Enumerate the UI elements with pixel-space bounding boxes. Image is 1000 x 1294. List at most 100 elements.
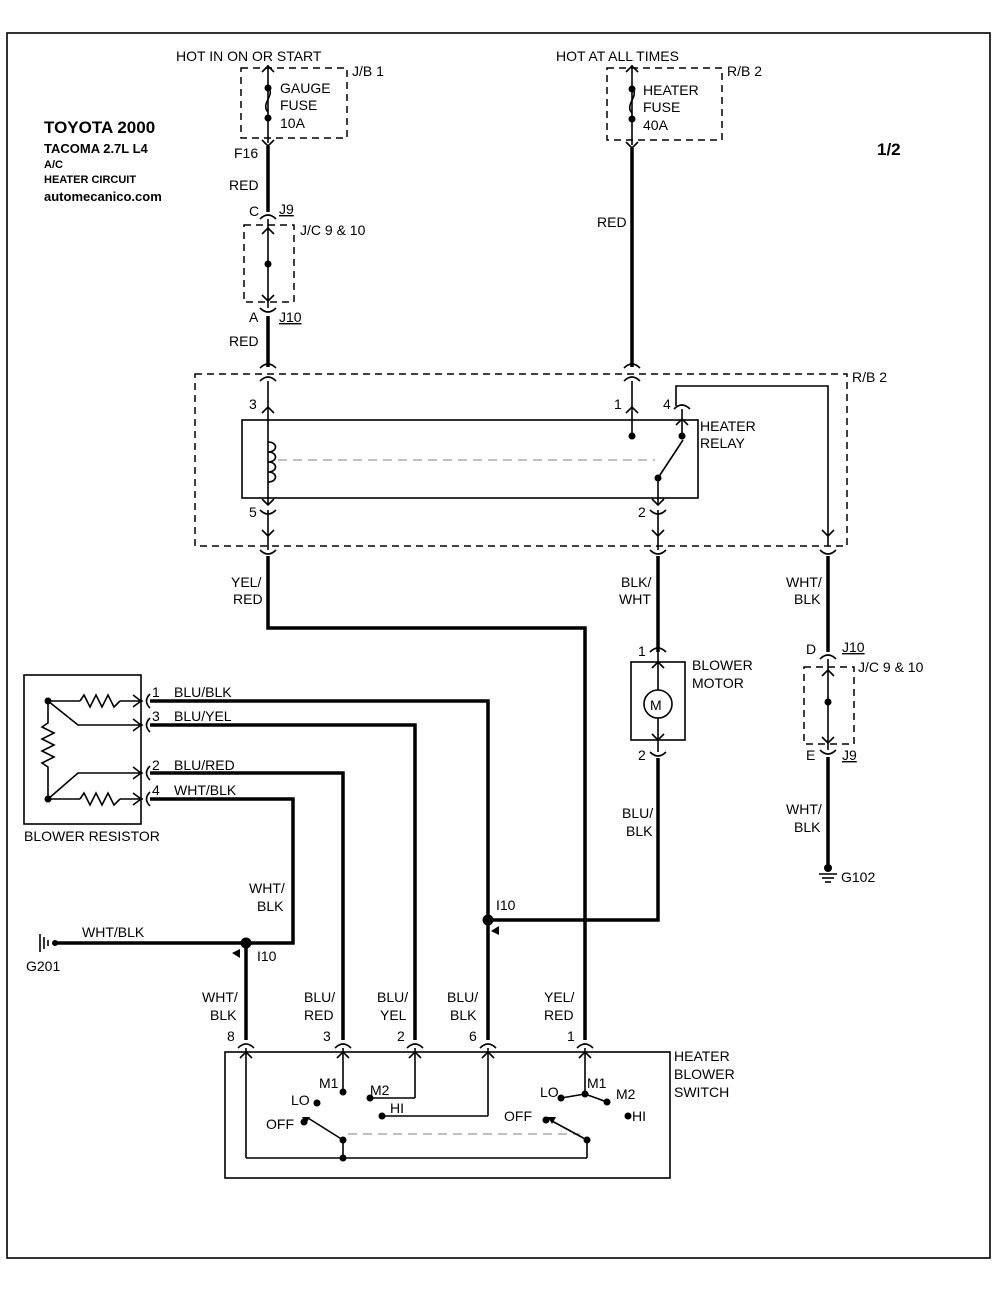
jc-left-pin-bottom: A [249, 309, 259, 325]
ground-g102: G102 [819, 864, 875, 885]
switch-pin-8: 8 [227, 1028, 235, 1044]
relay-pin-5: 5 [249, 504, 257, 520]
gauge-fuse: J/B 1 GAUGE FUSE 10A F16 [234, 63, 384, 161]
splice-left-label: I10 [257, 948, 277, 964]
resistor-wire-3: BLU/YEL [174, 708, 232, 724]
wire-label-whtblk-res-2: BLK [257, 898, 284, 914]
resistor-pin-2: 2 [152, 757, 160, 773]
resistor-pin-3: 3 [152, 708, 160, 724]
jc-right-pin-bottom: E [806, 747, 815, 763]
switch-wire-8-2: BLK [210, 1007, 237, 1023]
page-frame [6, 32, 991, 1259]
wire-label-blublk-m-2: BLK [626, 823, 653, 839]
power-label-batt: HOT AT ALL TIMES [556, 48, 679, 64]
wire-label-blkwht-2: WHT [619, 591, 651, 607]
jc-left-conn-bottom: J10 [279, 309, 302, 325]
switch-wire-2-2: YEL [380, 1007, 407, 1023]
relay-coil [267, 441, 277, 483]
switch-right-lo: LO [540, 1084, 559, 1100]
switch-label-1: HEATER [674, 1048, 730, 1064]
jb1-label: J/B 1 [352, 63, 384, 79]
switch-wire-1-1: YEL/ [544, 989, 574, 1005]
wire-blu-blk-motor [490, 758, 660, 922]
system-label: A/C [44, 159, 63, 171]
diagram-title: TOYOTA 2000 [44, 118, 155, 137]
switch-pin-1: 1 [567, 1028, 575, 1044]
heater-blower-switch: HEATER BLOWER SWITCH [224, 1043, 735, 1179]
relay-pin-2: 2 [638, 504, 646, 520]
switch-wire-6-1: BLU/ [447, 989, 478, 1005]
resistor-wire-1: BLU/BLK [174, 684, 232, 700]
gauge-fuse-name-2: FUSE [280, 97, 317, 113]
blower-motor: M 1 2 BLOWER MOTOR [630, 643, 753, 763]
switch-wire-3-2: RED [304, 1007, 334, 1023]
junction-connector-right: D J10 J/C 9 & 10 E J9 [803, 639, 924, 763]
page-number: 1/2 [877, 140, 901, 159]
wire-label-red-1: RED [229, 177, 259, 193]
relay-pin4-bypass [675, 385, 829, 546]
wire-label-whtblk-res-1: WHT/ [249, 880, 285, 896]
connector-f16: F16 [234, 145, 258, 161]
rb2-relay-label: R/B 2 [852, 369, 887, 385]
switch-wire-3-1: BLU/ [304, 989, 335, 1005]
resistor-pin-1: 1 [152, 684, 160, 700]
heater-fuse-rating: 40A [643, 117, 669, 133]
switch-left-off: OFF [266, 1116, 294, 1132]
wire-label-whtblk-r-1: WHT/ [786, 574, 822, 590]
switch-wire-8-1: WHT/ [202, 989, 238, 1005]
jc-left-pin-top: C [249, 203, 259, 219]
wire-label-whtblk-g-2: BLK [794, 819, 821, 835]
wire-label-red-2: RED [229, 333, 259, 349]
wire-wht-blk-res [150, 797, 295, 945]
vehicle-model: TACOMA 2.7L L4 [44, 141, 149, 156]
wire-blu-blk-res [150, 699, 490, 1040]
switch-pin-3: 3 [323, 1028, 331, 1044]
heater-fuse-name-1: HEATER [643, 82, 699, 98]
relay-pin-4: 4 [663, 396, 671, 412]
wire-label-yelred-1: YEL/ [231, 574, 261, 590]
relay-pin-3: 3 [249, 396, 257, 412]
rb2-relay-box [194, 373, 848, 547]
switch-label-3: SWITCH [674, 1084, 729, 1100]
rb2-fuse-label: R/B 2 [727, 63, 762, 79]
jc-right-conn-bottom: J9 [842, 747, 857, 763]
wire-label-whtblk-ground: WHT/BLK [82, 924, 145, 940]
switch-wire-2-1: BLU/ [377, 989, 408, 1005]
switch-box [224, 1051, 671, 1179]
wire-blu-yel-res [150, 723, 417, 1040]
blower-resistor: BLOWER RESISTOR [23, 674, 160, 844]
resistor-wire-4: WHT/BLK [174, 782, 237, 798]
switch-right-off: OFF [504, 1108, 532, 1124]
relay-label-2: RELAY [700, 435, 746, 451]
heater-fuse: R/B 2 HEATER FUSE 40A [606, 63, 762, 150]
jc-right-conn-top: J10 [842, 639, 865, 655]
ground-g201: G201 [26, 934, 60, 974]
jc-left-conn-top: J9 [279, 201, 294, 217]
jc-left-label: J/C 9 & 10 [300, 222, 366, 238]
motor-pin-1: 1 [638, 643, 646, 659]
wire-label-blkwht-1: BLK/ [621, 574, 651, 590]
switch-right-hi: HI [632, 1108, 646, 1124]
heater-fuse-name-2: FUSE [643, 99, 680, 115]
relay-contact-arm [657, 439, 684, 479]
motor-label-2: MOTOR [692, 675, 744, 691]
wire-label-yelred-2: RED [233, 591, 263, 607]
jb1-box [240, 67, 348, 139]
ground-g102-label: G102 [841, 869, 875, 885]
wire-label-whtblk-r-2: BLK [794, 591, 821, 607]
wire-label-whtblk-g-1: WHT/ [786, 801, 822, 817]
relay-label-1: HEATER [700, 418, 756, 434]
resistor-label: BLOWER RESISTOR [24, 828, 160, 844]
splice-right-label: I10 [496, 897, 516, 913]
power-label-ign: HOT IN ON OR START [176, 48, 322, 64]
resistor-wire-2: BLU/RED [174, 757, 235, 773]
wire-label-red-3: RED [597, 214, 627, 230]
ground-g201-label: G201 [26, 958, 60, 974]
motor-pin-2: 2 [638, 747, 646, 763]
motor-symbol-letter: M [650, 697, 662, 713]
junction-connector-left: C J9 J/C 9 & 10 A J10 [243, 201, 366, 325]
wire-yel-red [266, 556, 587, 1040]
switch-wire-1-2: RED [544, 1007, 574, 1023]
jc-right-label: J/C 9 & 10 [858, 659, 924, 675]
